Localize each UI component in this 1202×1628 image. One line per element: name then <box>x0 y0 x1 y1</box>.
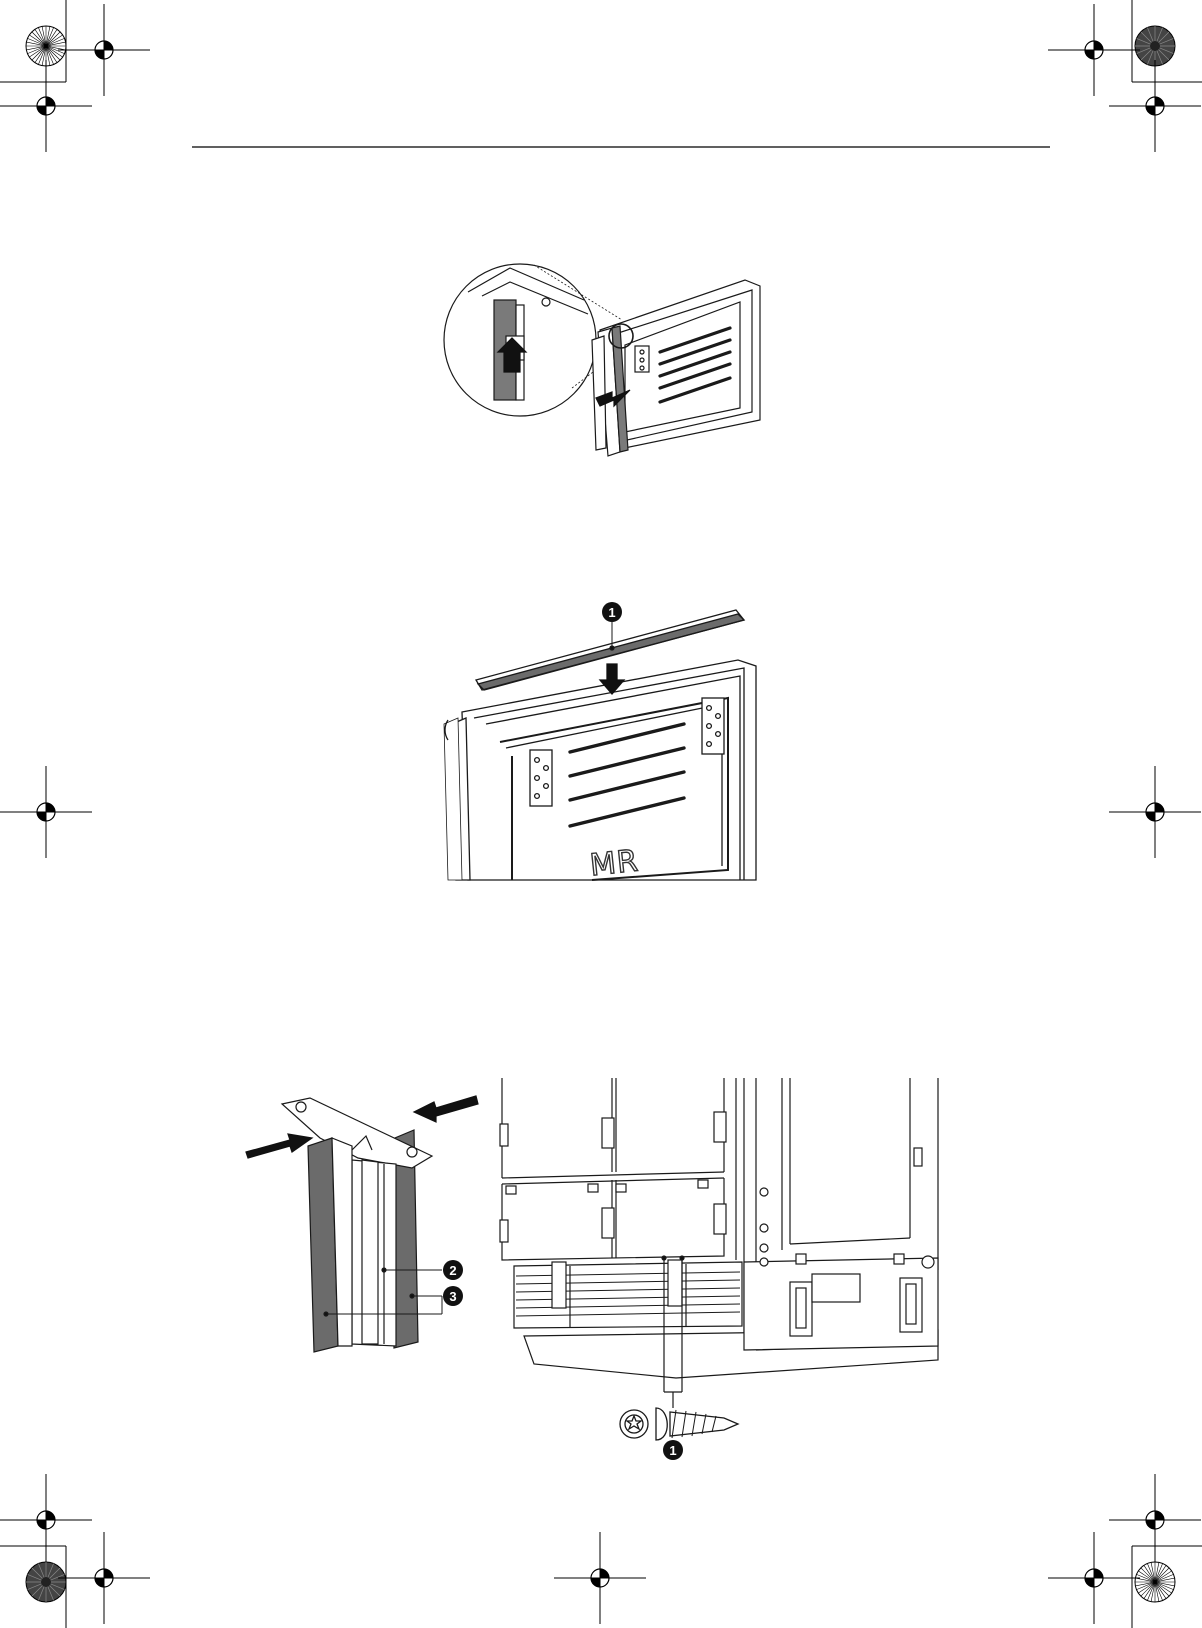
svg-text:1: 1 <box>608 605 615 620</box>
registration-mark-icon <box>554 1532 646 1624</box>
arrow-right-icon <box>246 1134 312 1158</box>
figure-2-callout-1: 1 <box>602 602 622 622</box>
panel-text-mr: MR <box>588 844 640 884</box>
figure-2-top-trim <box>444 610 756 880</box>
registration-mark-icon <box>1048 1532 1140 1624</box>
colorwheel-icon <box>26 1562 66 1602</box>
registration-mark-icon <box>1048 4 1140 96</box>
registration-mark-icon <box>0 1474 92 1566</box>
figure-3-callout-1: 1 <box>663 1440 683 1460</box>
registration-mark-icon <box>58 1532 150 1624</box>
figure-3-fridge-base <box>500 1078 938 1408</box>
starwheel-icon <box>1135 1562 1175 1602</box>
screw-icon <box>620 1408 738 1440</box>
arrow-left-icon <box>414 1096 478 1122</box>
registration-mark-icon <box>1109 1474 1201 1566</box>
figure-3-bracket <box>246 1096 478 1352</box>
svg-text:1: 1 <box>669 1443 676 1458</box>
registration-mark-icon <box>58 4 150 96</box>
svg-text:3: 3 <box>449 1289 456 1304</box>
figure-3-callout-3: 3 <box>443 1286 463 1306</box>
registration-mark-icon <box>1109 766 1201 858</box>
figure-3-callout-2: 2 <box>443 1260 463 1280</box>
registration-mark-icon <box>0 60 92 152</box>
registration-mark-icon <box>1109 60 1201 152</box>
svg-text:2: 2 <box>449 1263 456 1278</box>
figure-1-door-gasket <box>444 264 760 456</box>
registration-mark-icon <box>0 766 92 858</box>
